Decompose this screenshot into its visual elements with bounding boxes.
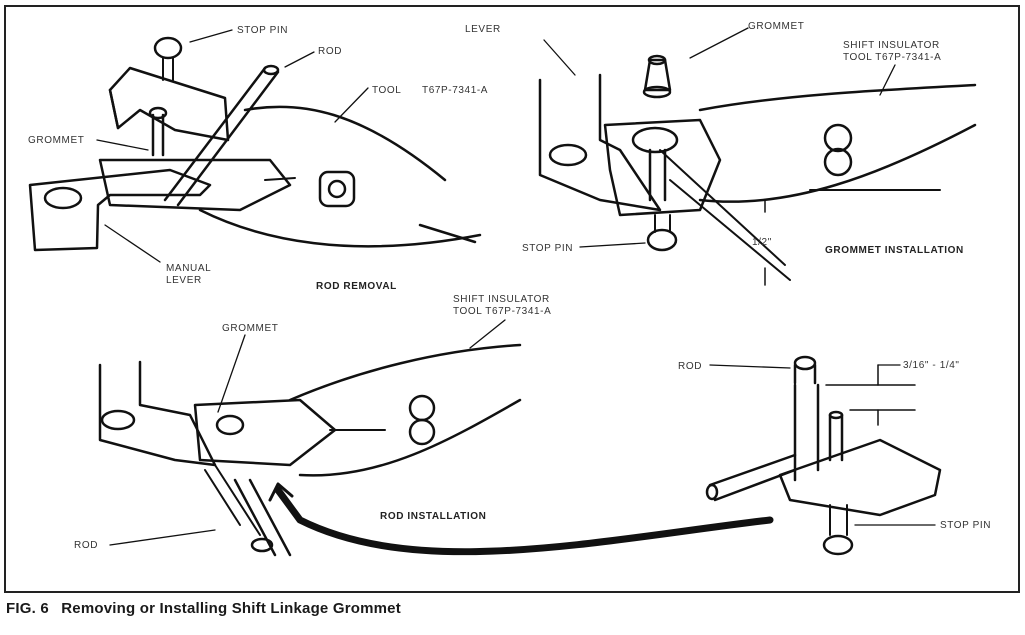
lever-plate [98, 360, 217, 467]
label-grommet: GROMMET [222, 323, 279, 334]
figure-title: Removing or Installing Shift Linkage Gro… [61, 600, 401, 617]
rod [233, 478, 292, 557]
label-stop-pin: STOP PIN [522, 243, 574, 254]
label-stop-pin: STOP PIN [940, 520, 992, 531]
label-dimension: 1/2" [752, 237, 772, 248]
plate [778, 438, 942, 517]
label-dimension: 3/16" - 1/4" [903, 360, 960, 371]
rod-removal-drawing [28, 29, 482, 263]
label-manual-lever-1: MANUAL [166, 263, 212, 274]
label-grommet: GROMMET [748, 21, 805, 32]
tool-upper-jaw [243, 105, 447, 182]
lever-plate [538, 73, 662, 212]
grommet-stem [151, 113, 165, 157]
stop-pin-nut [822, 534, 854, 556]
tool-lower-jaw [198, 208, 482, 248]
shift-tool-upper [698, 83, 977, 112]
rod-vertical [793, 383, 820, 482]
shift-tool-lower [298, 398, 522, 477]
figure-frame [4, 5, 1020, 593]
manual-lever-plate [28, 168, 212, 252]
tool-pivot [318, 170, 356, 208]
label-shift-insulator-2: TOOL T67P-7341-A [843, 52, 942, 63]
label-lever: LEVER [465, 24, 501, 35]
label-rod: ROD [318, 46, 343, 57]
lever-hole [43, 186, 83, 210]
label-manual-lever-2: LEVER [166, 275, 202, 286]
label-tool-number: T67P-7341-A [422, 85, 489, 96]
label-shift-insulator-1: SHIFT INSULATOR [453, 294, 550, 305]
clamp-block [108, 66, 230, 142]
detail-drawing [705, 355, 942, 556]
stop-pin-nut [646, 228, 678, 252]
stop-pin-head [153, 36, 183, 60]
label-rod: ROD [74, 540, 99, 551]
label-stop-pin: STOP PIN [237, 25, 289, 36]
label-grommet: GROMMET [28, 135, 85, 146]
panel-title-grommet-installation: GROMMET INSTALLATION [825, 245, 964, 256]
label-shift-insulator-2: TOOL T67P-7341-A [453, 306, 552, 317]
label-tool: TOOL [372, 85, 402, 96]
rod [163, 66, 280, 207]
shift-tool-upper [288, 343, 522, 402]
rod-installation-drawing [98, 319, 774, 557]
installation-arrow [274, 486, 774, 556]
panel-title-rod-removal: ROD REMOVAL [316, 281, 397, 292]
shift-tool-lower [698, 123, 977, 203]
figure-number: FIG. 6 [6, 600, 49, 617]
figure-caption: FIG. 6 Removing or Installing Shift Link… [6, 600, 401, 617]
label-rod: ROD [678, 361, 703, 372]
panel-title-rod-installation: ROD INSTALLATION [380, 511, 487, 522]
grommet-installation-drawing [538, 27, 977, 286]
label-shift-insulator-1: SHIFT INSULATOR [843, 40, 940, 51]
